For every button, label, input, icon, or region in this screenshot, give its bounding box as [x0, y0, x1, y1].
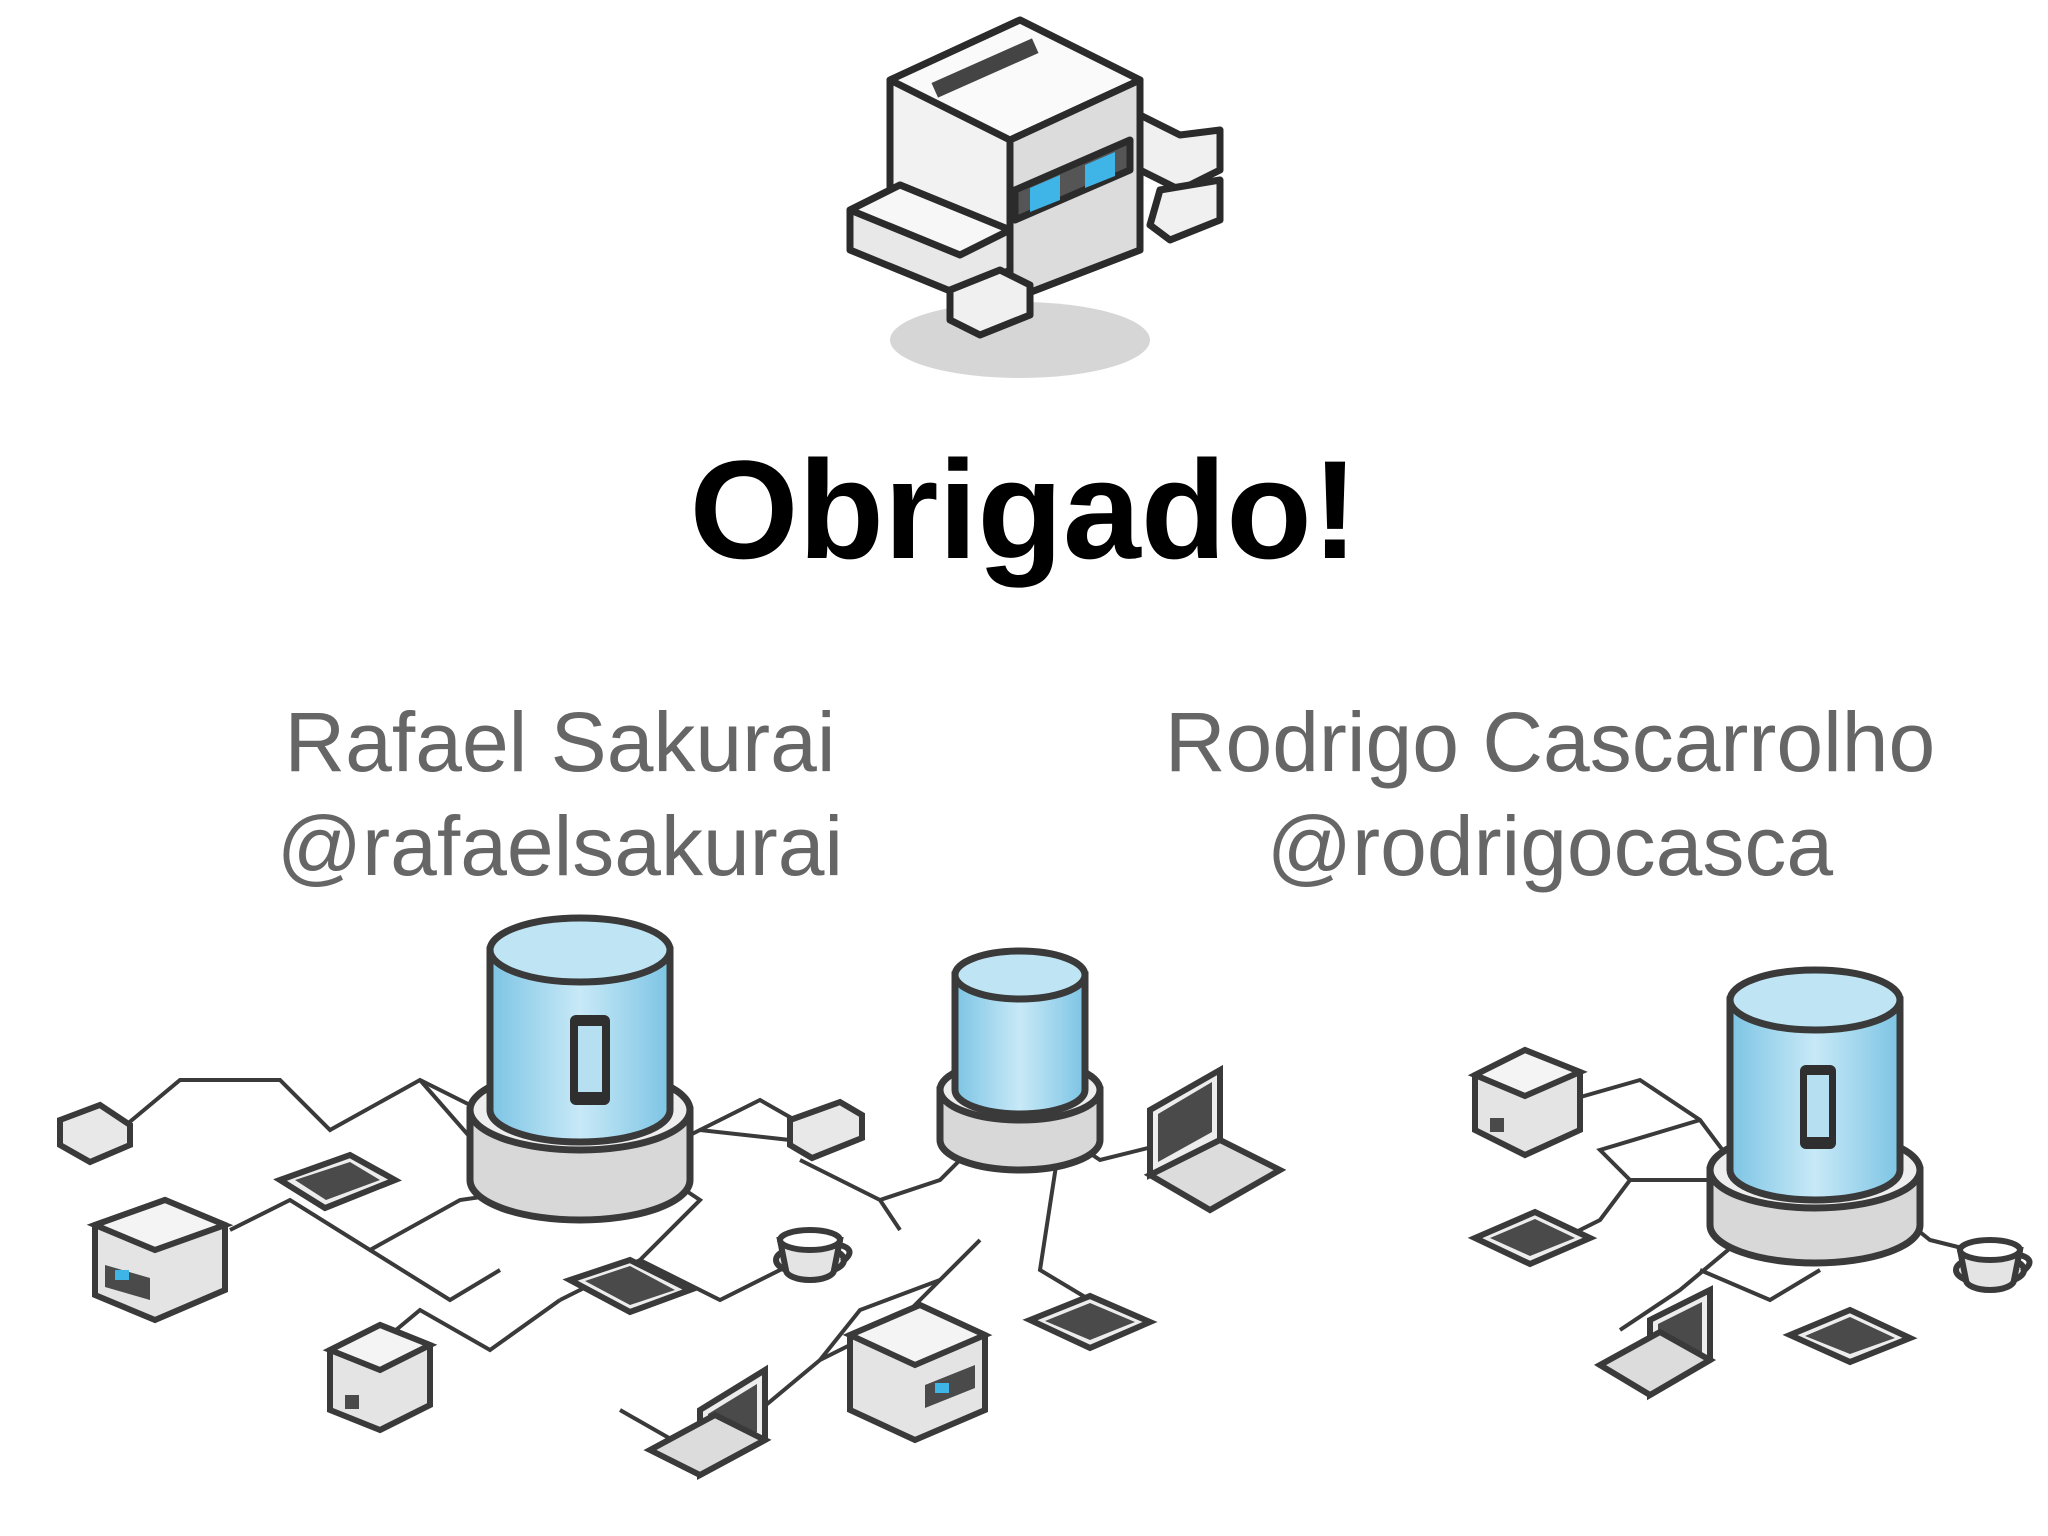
toaster-icon: [1467, 1046, 1588, 1159]
presenter-card: Rafael Sakurai @rafaelsakurai: [180, 690, 940, 898]
coffee-cup-icon: [773, 1227, 853, 1283]
tablet-icon: [1022, 1292, 1158, 1352]
database-cylinder-icon: [1706, 966, 1924, 1267]
presenter-card: Rodrigo Cascarrolho @rodrigocasca: [1100, 690, 2000, 898]
router-icon: [57, 1101, 133, 1166]
printer-icon: [86, 1196, 234, 1324]
coffee-cup-icon: [1953, 1237, 2033, 1293]
laptop-icon: [1593, 1285, 1717, 1401]
network-lines-right: [1539, 1077, 1971, 1332]
page-title: Obrigado!: [689, 431, 1359, 588]
robot-mascot-icon: [846, 16, 1224, 378]
toaster-icon: [322, 1321, 438, 1434]
presenter-handle: @rodrigocasca: [1266, 799, 1834, 893]
tablet-icon: [1467, 1208, 1598, 1268]
printer-icon: [842, 1301, 993, 1444]
database-cylinder-icon: [466, 914, 694, 1224]
laptop-icon: [1143, 1064, 1287, 1214]
presenter-name: Rodrigo Cascarrolho: [1164, 695, 1936, 789]
tablet-icon: [1782, 1306, 1918, 1366]
presenter-handle: @rafaelsakurai: [276, 799, 844, 893]
tablet-icon: [273, 1151, 402, 1212]
tablet-icon: [562, 1256, 698, 1316]
presenter-name: Rafael Sakurai: [284, 695, 836, 789]
database-cylinder-icon: [936, 947, 1104, 1174]
laptop-icon: [643, 1364, 772, 1481]
router-icon: [787, 1098, 865, 1162]
